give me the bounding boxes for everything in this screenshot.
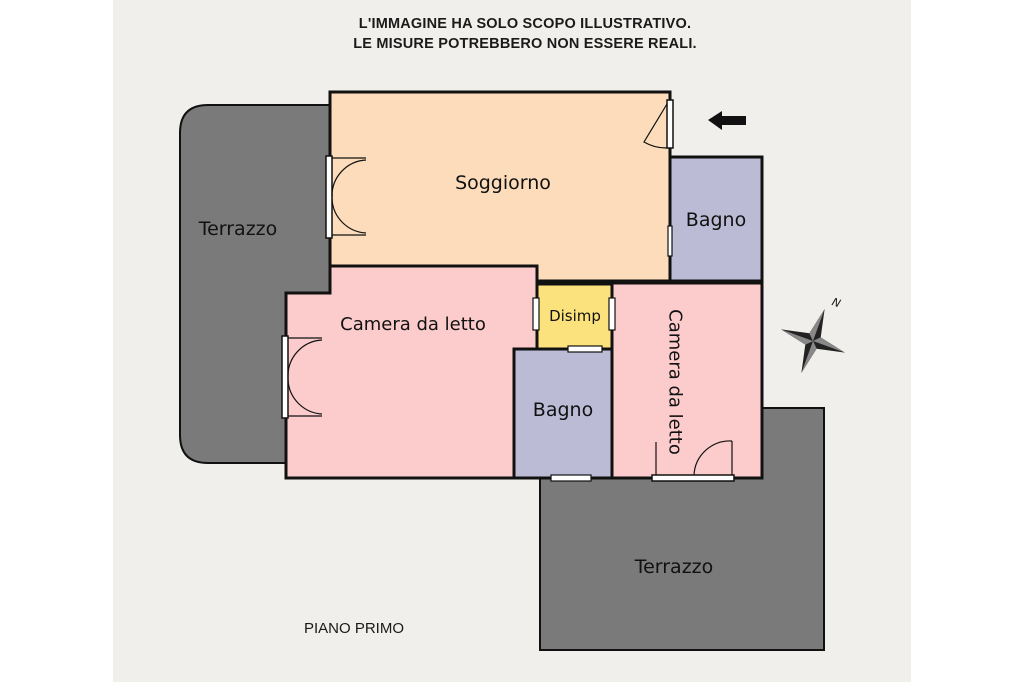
door-disimp-right xyxy=(608,297,616,331)
openings xyxy=(281,99,735,482)
door-swing xyxy=(331,157,367,236)
door-entrance xyxy=(666,99,674,149)
window-bagno-center xyxy=(550,474,592,482)
label-soggiorno: Soggiorno xyxy=(455,172,551,194)
room-camera-right xyxy=(610,281,764,480)
label-bagno-center: Bagno xyxy=(533,399,593,421)
label-terrazzo-left: Terrazzo xyxy=(198,218,278,240)
room-bagno-top xyxy=(668,155,764,283)
door-disimp-bottom xyxy=(567,345,603,353)
window-camera-left xyxy=(281,335,289,419)
disclaimer-line-1: L'IMMAGINE HA SOLO SCOPO ILLUSTRATIVO. xyxy=(358,16,692,32)
compass-icon xyxy=(781,309,845,373)
disclaimer-line-2: LE MISURE POTREBBERO NON ESSERE REALI. xyxy=(353,36,697,52)
floor-label: PIANO PRIMO xyxy=(304,620,405,637)
door-swing xyxy=(655,440,733,476)
label-camera-left: Camera da letto xyxy=(340,314,486,335)
entrance-arrow-icon xyxy=(708,111,746,130)
door-swing xyxy=(287,337,323,417)
door-disimp-left xyxy=(532,297,540,331)
label-bagno-top: Bagno xyxy=(686,209,746,231)
room-camera-left xyxy=(284,264,539,480)
label-terrazzo-bottom: Terrazzo xyxy=(634,556,714,578)
room-terrazzo-left xyxy=(179,104,331,464)
window-camera-right xyxy=(651,474,735,482)
door-bagno-top xyxy=(667,225,673,257)
label-disimpegno: Disimp xyxy=(549,307,601,325)
label-camera-right: Camera da letto xyxy=(665,309,686,455)
door-swing xyxy=(643,103,668,149)
door-soggiorno-left xyxy=(325,155,333,239)
disclaimer-notice: L'IMMAGINE HA SOLO SCOPO ILLUSTRATIVO. L… xyxy=(260,14,790,54)
